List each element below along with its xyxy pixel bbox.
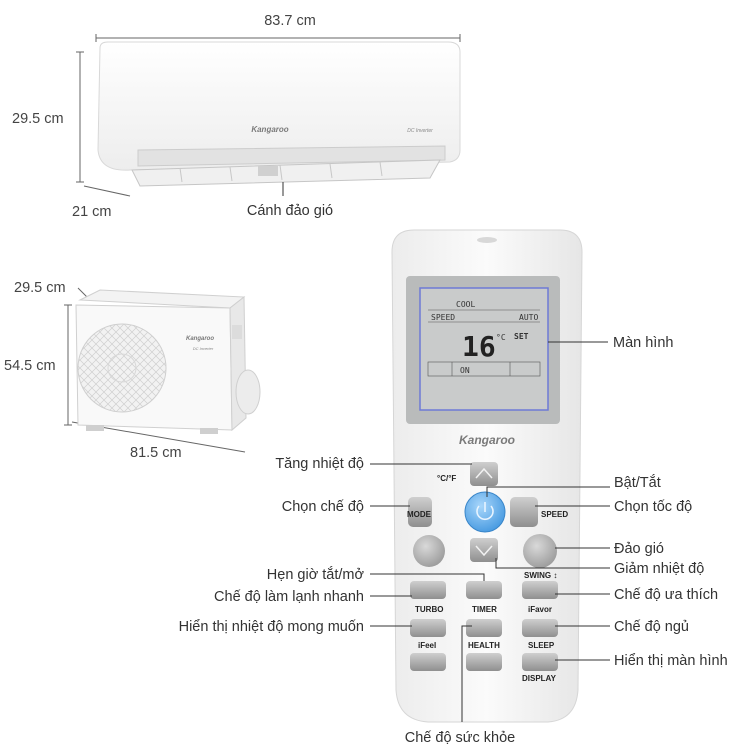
label-timer: Hẹn giờ tắt/mở	[267, 566, 365, 583]
outdoor-unit: 29.5 cm 54.5 cm 81.5 cm Kangaroo DC Inve…	[4, 280, 261, 461]
indoor-height-label: 29.5 cm	[12, 111, 64, 127]
label-health: Chế độ sức khỏe	[405, 730, 515, 746]
chevron-down-icon	[475, 545, 493, 557]
label-display: Hiển thị màn hình	[614, 653, 728, 669]
label-ifeel: Hiển thị nhiệt độ mong muốn	[179, 619, 364, 635]
display-button-label: DISPLAY	[522, 674, 557, 683]
label-mode-select: Chọn chế độ	[282, 499, 364, 515]
label-sleep: Chế độ ngủ	[614, 619, 689, 635]
outdoor-width-label: 81.5 cm	[130, 445, 182, 461]
indoor-depth-dimline	[83, 185, 131, 197]
label-turbo: Chế độ làm lạnh nhanh	[214, 589, 364, 605]
ifavor-button-label: iFavor	[528, 605, 552, 614]
outdoor-brand: Kangaroo	[186, 336, 214, 342]
health-button-label: HEALTH	[468, 641, 500, 650]
indoor-unit: 83.7 cm 29.5 cm 21 cm Kangaroo DC Invert…	[12, 13, 461, 220]
label-temp-up: Tăng nhiệt độ	[275, 456, 364, 472]
temp-up-button[interactable]	[470, 462, 498, 486]
indoor-badge: DC Inverter	[407, 128, 433, 134]
fan-grill	[77, 323, 167, 413]
cf-button-label: °C/°F	[437, 474, 456, 483]
health-button[interactable]	[466, 619, 502, 637]
remote-control: COOL SPEED AUTO 16 °C SET ON Kangaroo °C…	[391, 229, 583, 723]
bottom-middle-button[interactable]	[466, 653, 502, 671]
indoor-width-label: 83.7 cm	[264, 13, 316, 29]
speed-button-label: SPEED	[541, 510, 568, 519]
chevron-up-icon	[475, 467, 493, 479]
display-button[interactable]	[522, 653, 558, 671]
swing-button[interactable]	[523, 534, 557, 568]
timer-button-label: TIMER	[472, 605, 497, 614]
outdoor-badge: DC Inverter	[193, 346, 214, 351]
lcd-set: SET	[514, 332, 529, 341]
sleep-button-label: SLEEP	[528, 641, 555, 650]
lcd-mode: COOL	[456, 300, 475, 309]
ifeel-button[interactable]	[410, 619, 446, 637]
turbo-button[interactable]	[410, 581, 446, 599]
speed-button[interactable]	[510, 497, 538, 527]
outdoor-depth-label: 29.5 cm	[14, 280, 66, 296]
timer-button[interactable]	[466, 581, 502, 599]
ifeel-button-label: iFeel	[418, 641, 436, 650]
remote-brand: Kangaroo	[459, 433, 515, 447]
label-fan-speed: Chọn tốc độ	[614, 499, 692, 515]
label-temp-down: Giảm nhiệt độ	[614, 561, 704, 577]
temp-down-button[interactable]	[470, 538, 498, 562]
swing-button-label: SWING ↕	[524, 571, 557, 580]
lcd-on: ON	[460, 366, 470, 375]
label-power: Bật/Tắt	[614, 474, 661, 491]
remote-screen	[419, 287, 549, 411]
mode-button[interactable]	[408, 497, 432, 527]
lcd-auto: AUTO	[519, 313, 538, 322]
callouts: Màn hình Bật/Tắt Chọn tốc độ Đảo gió Giả…	[179, 335, 728, 746]
left-round-button[interactable]	[413, 535, 445, 567]
label-louver: Cánh đảo gió	[247, 203, 333, 219]
sleep-button[interactable]	[522, 619, 558, 637]
label-swing: Đảo gió	[614, 541, 664, 557]
indoor-depth-label: 21 cm	[72, 204, 112, 220]
louver	[131, 159, 441, 187]
mode-button-label: MODE	[407, 510, 432, 519]
lcd-temperature: 16	[462, 330, 496, 363]
lcd-unit: °C	[496, 333, 506, 342]
label-favorite: Chế độ ưa thích	[614, 587, 718, 603]
power-icon	[476, 505, 494, 521]
indoor-brand: Kangaroo	[251, 125, 288, 134]
bottom-left-button[interactable]	[410, 653, 446, 671]
lcd-speed: SPEED	[431, 313, 455, 322]
indoor-body	[97, 41, 461, 171]
label-screen: Màn hình	[613, 335, 673, 351]
turbo-button-label: TURBO	[415, 605, 443, 614]
outdoor-height-label: 54.5 cm	[4, 358, 56, 374]
favor-button[interactable]	[522, 581, 558, 599]
